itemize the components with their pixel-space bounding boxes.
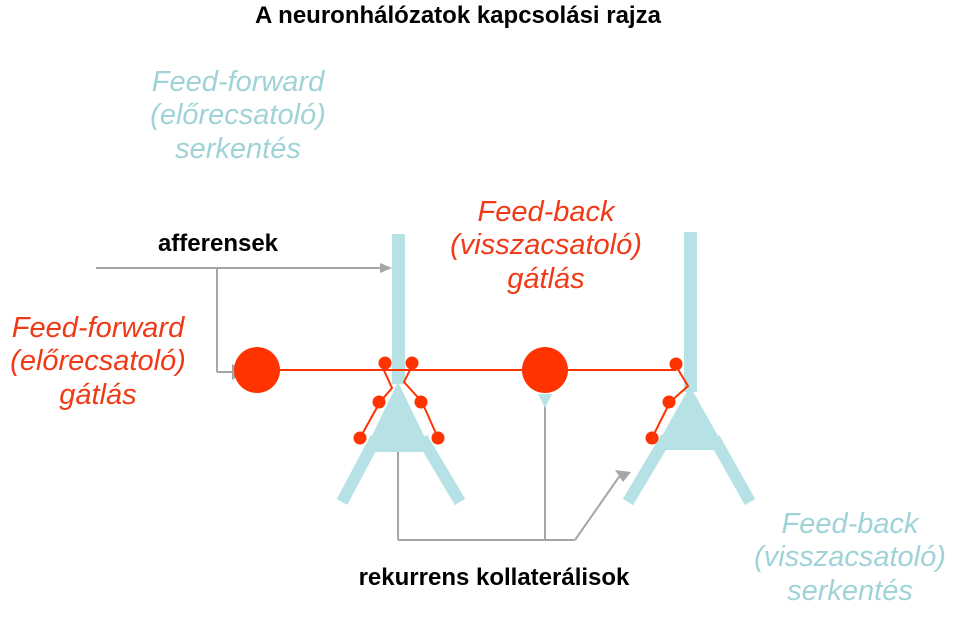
- fb-excitation-label: Feed-back (visszacsatoló) serkentés: [740, 508, 960, 608]
- fb-inhibition-line-3: gátlás: [507, 262, 585, 295]
- inhibitory-pathways: [280, 365, 690, 439]
- fb-inhibition-label: Feed-back (visszacsatoló) gátlás: [436, 196, 656, 296]
- fb-inhibition-line-2: (visszacsatoló): [450, 229, 642, 262]
- ff-excitation-line-3: serkentés: [175, 132, 301, 165]
- ff-inhibitory-interneuron: [234, 347, 280, 393]
- ff-inhibition-line-1: Feed-forward: [11, 312, 185, 344]
- afferents-label: afferensek: [157, 230, 279, 257]
- ff-inhibition-line-3: gátlás: [59, 378, 137, 411]
- ff-excitation-label: Feed-forward (előrecsatoló) serkentés: [118, 66, 358, 166]
- ff-excitation-line-2: (előrecsatoló): [150, 99, 326, 132]
- inhibitory-synapses: [353, 356, 683, 445]
- fb-inhibition-line-1: Feed-back: [477, 196, 615, 228]
- ff-excitation-line-1: Feed-forward: [151, 66, 325, 98]
- fb-interneuron-synapse: [538, 394, 552, 408]
- diagram-title: A neuronhálózatok kapcsolási rajza: [255, 2, 661, 29]
- fb-excitation-synapse: [615, 470, 631, 482]
- fb-excitation-line-2: (visszacsatoló): [754, 541, 946, 574]
- ff-inhibition-line-2: (előrecsatoló): [10, 345, 186, 378]
- recurrent-collaterals: [397, 398, 631, 541]
- pyramidal-neuron-2: [622, 232, 756, 506]
- fb-excitation-line-3: serkentés: [787, 574, 913, 607]
- recurrent-collaterals-label: rekurrens kollaterálisok: [358, 564, 630, 591]
- fb-inhibitory-interneuron: [522, 347, 568, 393]
- afferent-synapse: [380, 263, 392, 273]
- fb-excitation-line-1: Feed-back: [781, 508, 919, 540]
- pyramidal-neuron-1: [336, 234, 466, 506]
- ff-inhibition-label: Feed-forward (előrecsatoló) gátlás: [0, 312, 196, 412]
